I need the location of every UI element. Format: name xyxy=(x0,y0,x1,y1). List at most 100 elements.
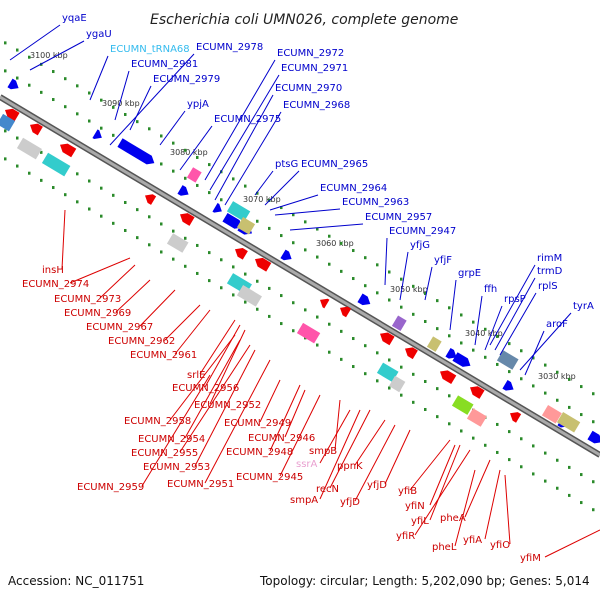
gene-label[interactable]: ECUMN_2978 xyxy=(196,42,263,53)
gene-label[interactable]: yfjD xyxy=(340,497,360,508)
gene-label[interactable]: yfiN xyxy=(405,501,425,512)
track-dot xyxy=(580,385,583,389)
gene-label[interactable]: ffh xyxy=(484,284,497,295)
gene-label[interactable]: ECUMN_2965 xyxy=(301,159,368,170)
gene-label[interactable]: ECUMN_2956 xyxy=(172,383,239,394)
track-dot xyxy=(508,430,511,434)
gene-labels-reverse: insH ECUMN_2974 ECUMN_2973 ECUMN_2969 EC… xyxy=(22,265,541,564)
gene-label[interactable]: recN xyxy=(316,484,339,495)
gene-label[interactable]: rimM xyxy=(537,253,562,264)
track-dot xyxy=(16,164,19,168)
gene-label[interactable]: ECUMN_2968 xyxy=(283,100,350,111)
gene-label[interactable]: ECUMN_2947 xyxy=(389,226,456,237)
gene-block xyxy=(236,217,256,235)
gene-label[interactable]: yfiR xyxy=(396,531,415,542)
gene-label[interactable]: ECUMN_2970 xyxy=(275,83,342,94)
leader-line xyxy=(224,111,282,206)
track-dot xyxy=(76,84,79,88)
gene-label[interactable]: yfiO xyxy=(490,540,510,551)
track-dot xyxy=(412,312,415,316)
leader-line xyxy=(89,55,109,101)
leader-line xyxy=(414,449,471,536)
gene-label[interactable]: yfiA xyxy=(463,535,482,546)
gene-feature xyxy=(357,293,371,306)
track-dot xyxy=(568,493,571,497)
gene-label[interactable]: ECUMN_2949 xyxy=(224,418,291,429)
gene-label[interactable]: yfiL xyxy=(411,516,429,527)
gene-label[interactable]: ECUMN_2967 xyxy=(86,322,153,333)
gene-label[interactable]: ECUMN_2955 xyxy=(131,448,198,459)
gene-label[interactable]: ECUMN_2963 xyxy=(342,197,409,208)
gene-features xyxy=(0,78,600,444)
track-dot xyxy=(40,90,43,94)
track-dot xyxy=(124,112,127,116)
leader-line xyxy=(139,289,176,327)
gene-label[interactable]: smpA xyxy=(290,495,318,506)
track-dot xyxy=(400,277,403,281)
gene-label[interactable]: smpB xyxy=(309,446,337,457)
track-dot xyxy=(580,413,583,417)
track-dot xyxy=(436,299,439,303)
gene-label[interactable]: ECUMN_2975 xyxy=(214,114,281,125)
gene-label[interactable]: ECUMN_2972 xyxy=(277,48,344,59)
gene-label[interactable]: ECUMN_2946 xyxy=(248,433,315,444)
gene-label[interactable]: ECUMN_2945 xyxy=(236,472,303,483)
gene-label[interactable]: ygaU xyxy=(86,29,112,40)
gene-label[interactable]: pheA xyxy=(440,513,466,524)
track-dot xyxy=(316,343,319,347)
gene-block xyxy=(16,137,42,160)
gene-label[interactable]: ECUMN_2952 xyxy=(194,400,261,411)
gene-label[interactable]: yfjG xyxy=(410,240,430,251)
gene-label[interactable]: ECUMN_2969 xyxy=(64,308,131,319)
gene-label[interactable]: ECUMN_2971 xyxy=(281,63,348,74)
gene-label[interactable]: yfjF xyxy=(434,255,452,266)
gene-label[interactable]: ECUMN_2961 xyxy=(130,350,197,361)
gene-label[interactable]: ECUMN_2973 xyxy=(54,294,121,305)
gene-label[interactable]: ssrA xyxy=(296,459,318,470)
gene-feature xyxy=(587,430,600,444)
gene-label[interactable]: pheL xyxy=(432,542,457,553)
gene-label[interactable]: ECUMN_2957 xyxy=(365,212,432,223)
gene-label[interactable]: ECUMN_2953 xyxy=(143,462,210,473)
gene-label[interactable]: ECUMN_2948 xyxy=(226,447,293,458)
gene-label[interactable]: insH xyxy=(42,265,64,276)
gene-label[interactable]: ECUMN_2951 xyxy=(167,479,234,490)
leader-line xyxy=(269,384,301,452)
gene-label[interactable]: ECUMN_2958 xyxy=(124,416,191,427)
gene-label[interactable]: rpsP xyxy=(504,294,526,305)
block-shape xyxy=(296,322,321,344)
gene-label[interactable]: ECUMN_2981 xyxy=(131,59,198,70)
leader-line xyxy=(99,264,136,299)
gene-label[interactable]: yfiM xyxy=(520,553,541,564)
track-dot xyxy=(544,479,547,483)
gene-label[interactable]: yfiB xyxy=(398,486,417,497)
gene-label[interactable]: yfjD xyxy=(367,480,387,491)
gene-label[interactable]: rplS xyxy=(538,281,558,292)
gene-label[interactable]: ypjA xyxy=(187,99,209,110)
gene-label[interactable]: ECUMN_2962 xyxy=(108,336,175,347)
track-dot xyxy=(496,362,499,366)
gene-label[interactable]: ECUMN_2974 xyxy=(22,279,89,290)
track-dot xyxy=(28,171,31,175)
gene-label[interactable]: ECUMN_tRNA68 xyxy=(110,44,190,55)
gene-label[interactable]: yqaE xyxy=(62,13,87,24)
gene-label[interactable]: ppnK xyxy=(337,461,363,472)
gene-label[interactable]: aroF xyxy=(546,319,568,330)
block-shape xyxy=(0,113,16,132)
gene-label[interactable]: tyrA xyxy=(573,301,594,312)
gene-label[interactable]: ECUMN_2954 xyxy=(138,434,205,445)
gene-label[interactable]: trmD xyxy=(537,266,563,277)
gene-label[interactable]: ptsG xyxy=(275,159,298,170)
track-dot xyxy=(388,386,391,390)
gene-label[interactable]: ECUMN_2979 xyxy=(153,74,220,85)
leader-line xyxy=(284,389,306,438)
gene-label[interactable]: srlE xyxy=(187,370,205,381)
gene-label[interactable]: grpE xyxy=(458,268,481,279)
gene-arrow xyxy=(145,194,157,205)
tick-label: 3070 kbp xyxy=(243,195,281,204)
track-dot xyxy=(268,314,271,318)
track-dot xyxy=(4,69,7,73)
gene-label[interactable]: ECUMN_2964 xyxy=(320,183,387,194)
track-dot xyxy=(112,105,115,109)
gene-label[interactable]: ECUMN_2959 xyxy=(77,482,144,493)
